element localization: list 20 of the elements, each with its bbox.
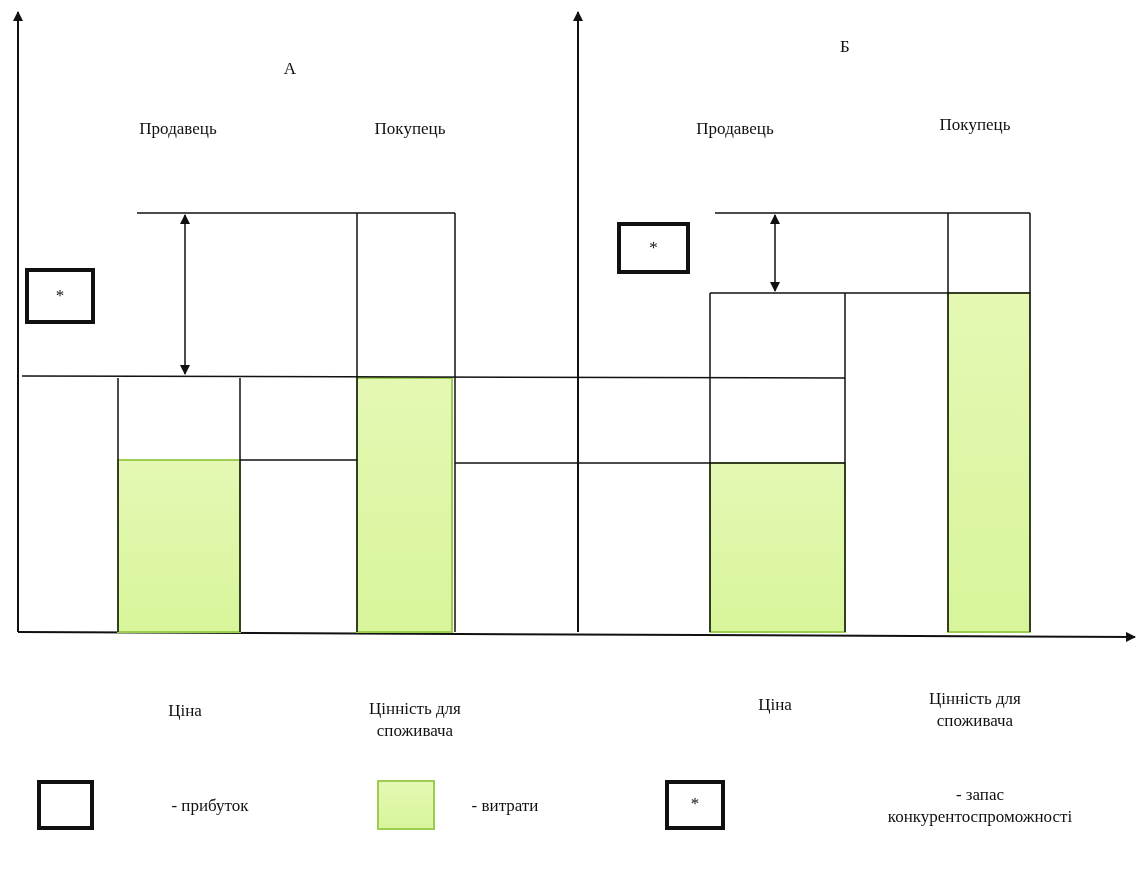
cost-bar: [947, 292, 1031, 633]
cost-bar: [709, 462, 846, 633]
column-heading: Продавець: [695, 118, 775, 140]
panel-letter: А: [282, 58, 298, 80]
column-heading: Покупець: [373, 118, 447, 140]
axis-label: Цінність для споживача: [368, 698, 462, 742]
marker-box: *: [25, 268, 95, 324]
column-heading: Покупець: [938, 114, 1012, 136]
marker-box: *: [617, 222, 690, 274]
legend-symbol: *: [689, 793, 701, 815]
legend-text: - запас конкурентоспроможності: [886, 784, 1074, 828]
axis-label: Цінність для споживача: [928, 688, 1022, 732]
legend-text: - витрати: [470, 795, 540, 817]
column-heading: Продавець: [138, 118, 218, 140]
panel-letter: Б: [839, 36, 851, 58]
axis-label: Ціна: [757, 694, 793, 716]
legend-text: - прибуток: [170, 795, 250, 817]
cost-bar: [117, 459, 241, 633]
axis-label: Ціна: [167, 700, 203, 722]
cost-bar: [356, 377, 453, 633]
